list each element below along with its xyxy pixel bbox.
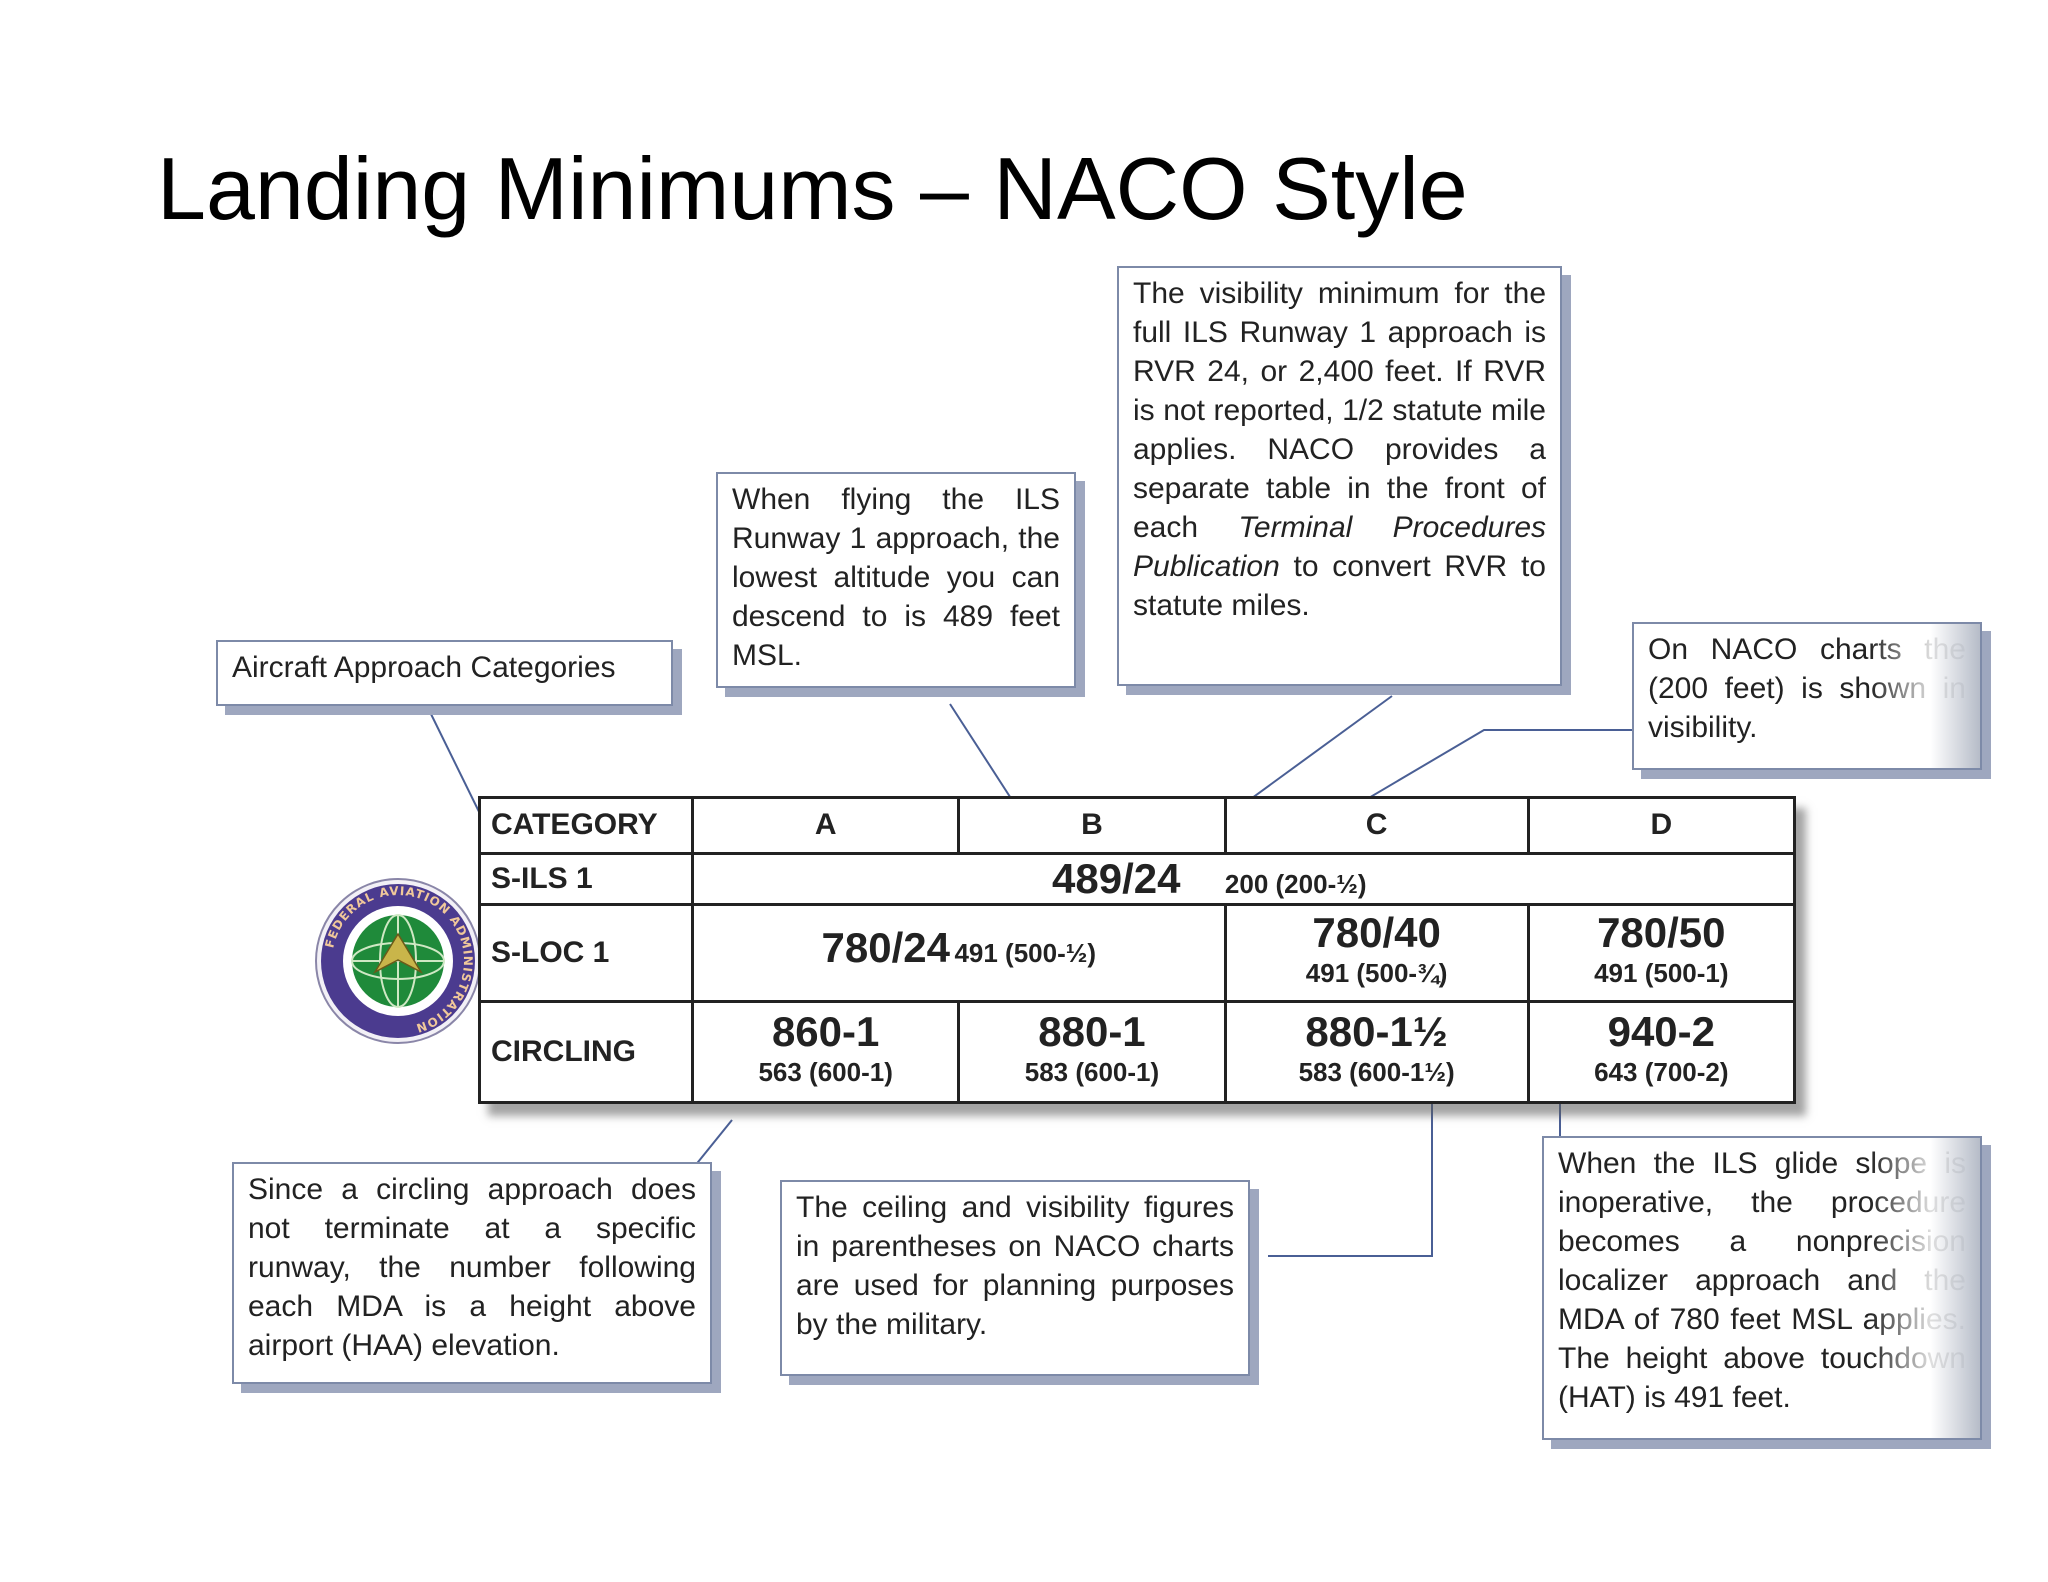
sloc-c-mda: 780/40	[1312, 909, 1441, 956]
sloc-d-mda: 780/50	[1597, 909, 1726, 956]
header-category: CATEGORY	[478, 796, 694, 855]
circling-c-mda: 880-1½	[1305, 1007, 1448, 1055]
callout-aircraft-approach-categories: Aircraft Approach Categories	[216, 640, 673, 706]
circling-c-minimums: 880-1½ 583 (600-1½)	[1223, 999, 1530, 1105]
row-label-circling: CIRCLING	[478, 999, 694, 1105]
callout-ils-altitude: When flying the ILS Runway 1 approach, t…	[716, 472, 1076, 688]
row-label-sils: S-ILS 1	[478, 851, 694, 907]
sloc-c-hat: 491 (500-¾)	[1305, 958, 1448, 988]
sloc-d-hat: 491 (500-1)	[1594, 958, 1729, 988]
callout-naco-charts-text: On NACO charts the (200 feet) is shown i…	[1648, 633, 1966, 744]
header-cat-c: C	[1223, 796, 1530, 855]
callout-glide-slope: When the ILS glide slope is inoperative,…	[1542, 1136, 1982, 1440]
sloc-ab-mda: 780/24	[821, 924, 950, 971]
sloc-ab-minimums: 780/24 491 (500-½)	[691, 903, 1227, 1003]
circling-b-haa: 583 (600-1)	[1024, 1056, 1160, 1087]
sils-minimums: 489/24 200 (200-½)	[691, 851, 1796, 907]
callout-naco-charts: On NACO charts the (200 feet) is shown i…	[1632, 622, 1982, 770]
header-cat-b: B	[957, 796, 1227, 855]
landing-minimums-table: CATEGORY A B C D S-ILS 1 489/24 200 (200…	[478, 796, 1797, 1105]
callout-parentheses-military: The ceiling and visibility figures in pa…	[780, 1180, 1250, 1376]
circling-b-mda: 880-1	[1038, 1007, 1146, 1055]
circling-a-mda: 860-1	[771, 1007, 880, 1055]
circling-a-minimums: 860-1 563 (600-1)	[690, 999, 961, 1105]
callout-visibility-text-2: to convert RVR to statute miles.	[1133, 550, 1546, 622]
circling-d-minimums: 940-2 643 (700-2)	[1526, 999, 1797, 1105]
callout-circling-haa: Since a circling approach does not termi…	[232, 1162, 712, 1384]
callout-visibility-publication: Terminal Procedures Publication	[1133, 511, 1547, 583]
page-title: Landing Minimums – NACO Style	[157, 139, 1468, 238]
callout-circling-haa-text: Since a circling approach does not termi…	[248, 1173, 696, 1362]
circling-d-mda: 940-2	[1607, 1007, 1716, 1055]
circling-c-haa: 583 (600-1½)	[1298, 1056, 1455, 1087]
callout-ils-altitude-text: When flying the ILS Runway 1 approach, t…	[732, 483, 1060, 672]
circling-a-haa: 563 (600-1)	[758, 1056, 893, 1087]
callout-glide-slope-text: When the ILS glide slope is inoperative,…	[1558, 1147, 1966, 1414]
callout-parentheses-text: The ceiling and visibility figures in pa…	[796, 1191, 1234, 1341]
faa-seal-logo: FEDERAL AVIATION ADMINISTRATION	[315, 878, 481, 1044]
table-row-circling: CIRCLING 860-1 563 (600-1) 880-1 583 (60…	[478, 999, 1797, 1105]
sils-da-rvr: 489/24	[1052, 854, 1181, 902]
sloc-d-minimums: 780/50 491 (500-1)	[1526, 903, 1797, 1003]
table-row-sils: S-ILS 1 489/24 200 (200-½)	[478, 851, 1796, 907]
sils-hat: 200 (200-½)	[1224, 868, 1367, 899]
sloc-c-minimums: 780/40 491 (500-¾)	[1223, 903, 1530, 1003]
circling-d-haa: 643 (700-2)	[1594, 1056, 1729, 1087]
header-cat-a: A	[690, 796, 961, 855]
callout-visibility-text-1: The visibility minimum for the full ILS …	[1133, 277, 1546, 544]
callout-visibility-minimum: The visibility minimum for the full ILS …	[1117, 266, 1562, 686]
callout-aircraft-approach-categories-text: Aircraft Approach Categories	[232, 651, 616, 684]
circling-b-minimums: 880-1 583 (600-1)	[957, 999, 1227, 1105]
table-header-row: CATEGORY A B C D	[478, 796, 1797, 855]
header-cat-d: D	[1526, 796, 1797, 855]
row-label-sloc: S-LOC 1	[478, 903, 694, 1003]
table-row-sloc: S-LOC 1 780/24 491 (500-½) 780/40 491 (5…	[478, 903, 1797, 1003]
sloc-ab-hat: 491 (500-½)	[954, 938, 1097, 968]
